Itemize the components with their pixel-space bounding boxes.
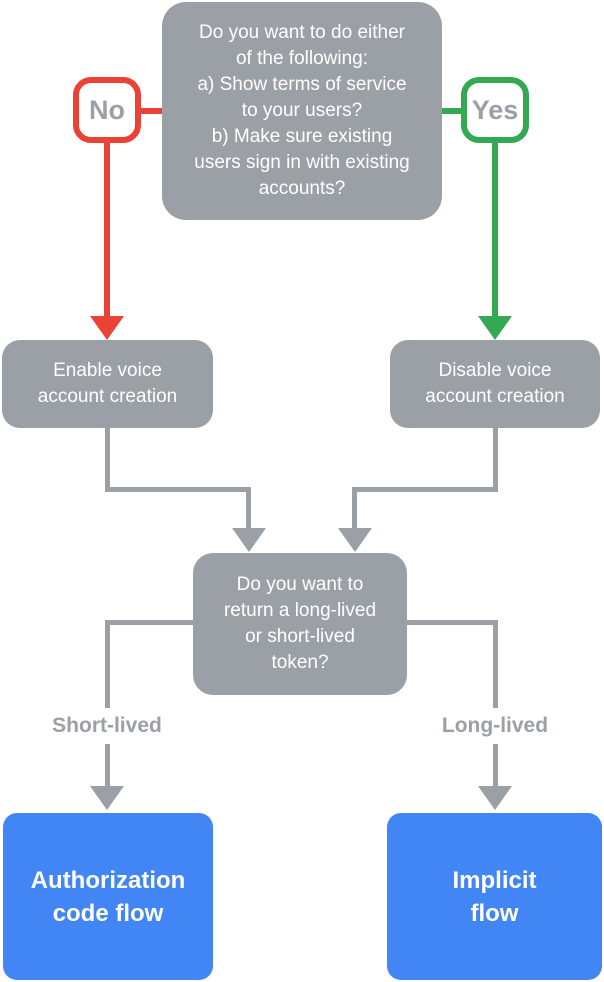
split-left-arrowhead-icon [90, 786, 124, 810]
split-right-arrowhead-icon [478, 786, 512, 810]
split-right-vertical-line [493, 620, 498, 786]
merge-right-vertical-line [493, 428, 498, 492]
enable-voice-account-creation-box: Enable voice account creation [2, 340, 213, 428]
yes-badge: Yes [461, 77, 529, 143]
merge-right-horizontal-line [352, 487, 498, 492]
no-branch-horizontal-line [141, 108, 162, 114]
no-badge: No [73, 77, 141, 143]
token-question-box: Do you want to return a long-lived or sh… [193, 553, 407, 695]
short-lived-label: Short-lived [22, 708, 192, 744]
disable-voice-account-creation-box: Disable voice account creation [390, 340, 600, 428]
implicit-flow-box: Implicit flow [387, 813, 602, 980]
yes-branch-vertical-line [492, 143, 498, 317]
no-branch-arrowhead-icon [90, 316, 124, 340]
split-left-vertical-line [105, 620, 110, 786]
split-right-horizontal-line [407, 620, 498, 625]
merge-left-arrowhead-icon [232, 528, 266, 552]
merge-left-drop-line [246, 487, 251, 531]
authorization-code-flow-box: Authorization code flow [3, 813, 213, 980]
yes-branch-arrowhead-icon [478, 316, 512, 340]
merge-right-drop-line [352, 487, 357, 531]
split-left-horizontal-line [105, 620, 193, 625]
merge-left-vertical-line [105, 428, 110, 492]
long-lived-label: Long-lived [410, 708, 580, 744]
top-question-box: Do you want to do either of the followin… [162, 2, 442, 220]
merge-left-horizontal-line [105, 487, 251, 492]
yes-branch-horizontal-line [442, 108, 461, 114]
no-branch-vertical-line [104, 143, 110, 317]
merge-right-arrowhead-icon [338, 528, 372, 552]
